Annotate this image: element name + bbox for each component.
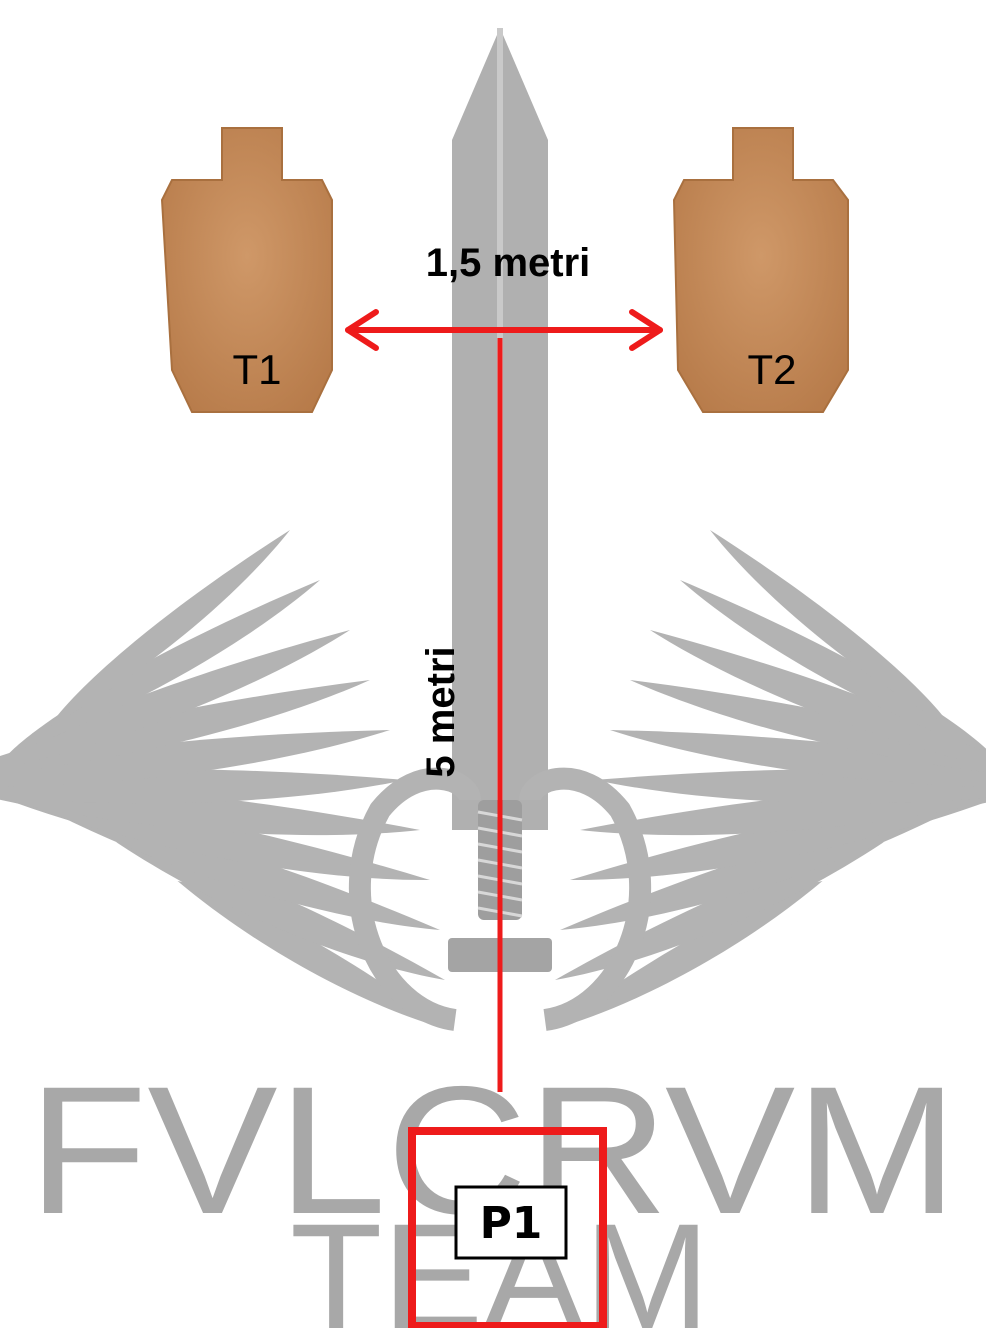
target-t1: T1	[156, 128, 338, 416]
target-t2: T2	[668, 128, 854, 416]
shooter-distance-label: 5 metri	[419, 646, 463, 777]
target-t2-label: T2	[747, 346, 796, 393]
target-t1-label: T1	[232, 346, 281, 393]
position-label: P1	[480, 1198, 543, 1249]
target-spacing-label: 1,5 metri	[426, 241, 591, 285]
